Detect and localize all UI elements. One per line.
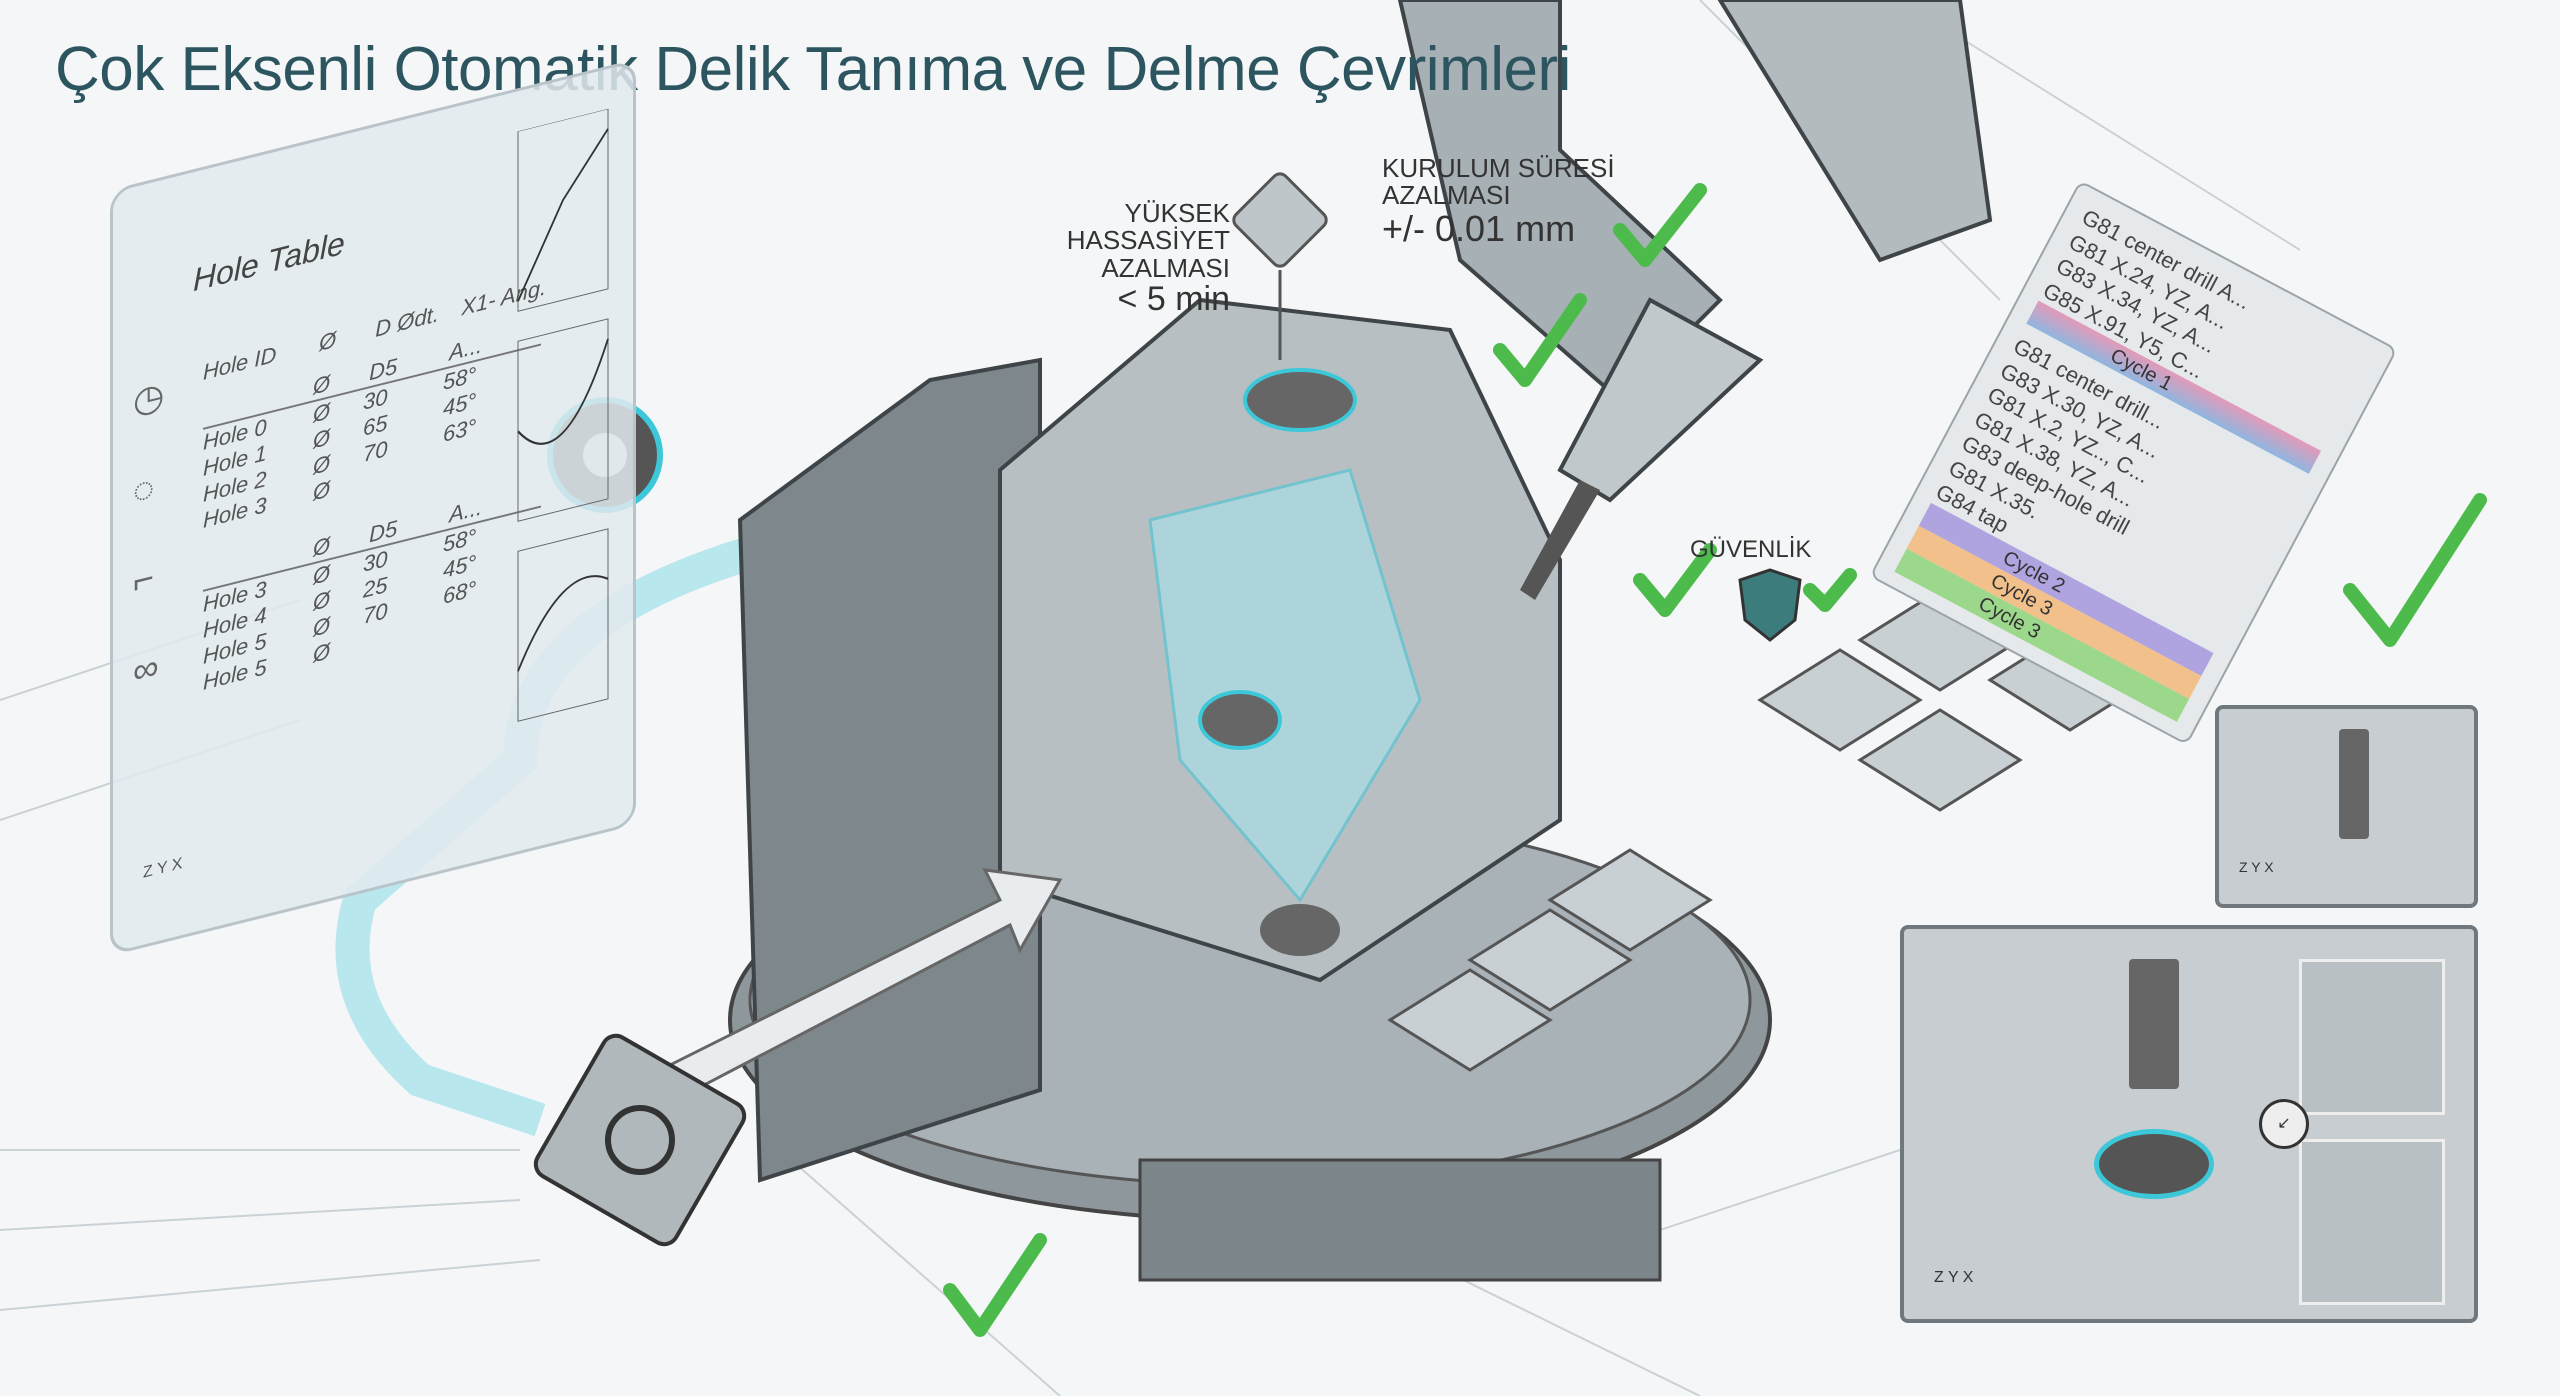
robot-arm <box>1397 0 1723 403</box>
inset-drill-closeup: Z Y X <box>2215 705 2478 908</box>
hole-cell <box>363 468 443 488</box>
safety-label: GÜVENLİK <box>1690 536 1812 563</box>
gear-icon <box>605 1105 675 1175</box>
step-tap-panel <box>2299 959 2445 1115</box>
spindle <box>1557 297 1764 503</box>
step-arrow-icon: ↙ <box>2259 1099 2309 1149</box>
hole <box>1243 368 1357 432</box>
hole-cell <box>443 610 523 630</box>
hole-cell <box>443 448 523 468</box>
inset-axis-2: Z Y X <box>1934 1269 1974 1286</box>
chip-icon <box>1232 172 1328 268</box>
hole-table-panel: Hole Table ◷◌⌐∞ Hole ID Ø D Ødt. X1- Ang… <box>110 58 636 957</box>
drill-icon <box>2339 729 2369 839</box>
hole-cell <box>363 630 443 650</box>
hole-table-title: Hole Table <box>193 224 345 299</box>
endmill-icon <box>2129 959 2179 1089</box>
step-thread-panel <box>2299 1139 2445 1305</box>
setup-time-label: KURULUM SÜRESİ AZALMASI +/- 0.01 mm <box>1382 153 1615 249</box>
inset-machining-sequence: ↙ Z Y X <box>1900 925 2478 1323</box>
hole-highlight <box>2094 1129 2214 1199</box>
processor-chip-icon <box>533 1033 747 1247</box>
page-title: Çok Eksenli Otomatik Delik Tanıma ve Del… <box>55 35 1571 104</box>
check-icons <box>943 183 2487 1337</box>
drill-bit <box>1520 480 1600 600</box>
precision-label: YÜKSEK HASSASİYET AZALMASI < 5 min <box>1066 198 1230 318</box>
charts <box>517 108 609 722</box>
axis-indicator: Z Y X <box>143 854 183 882</box>
trunnion-fixture <box>737 357 1042 1183</box>
shield-icon <box>1738 568 1802 642</box>
panel-tool-icons: ◷◌⌐∞ <box>133 373 165 693</box>
inset-axis: Z Y X <box>2239 859 2274 875</box>
